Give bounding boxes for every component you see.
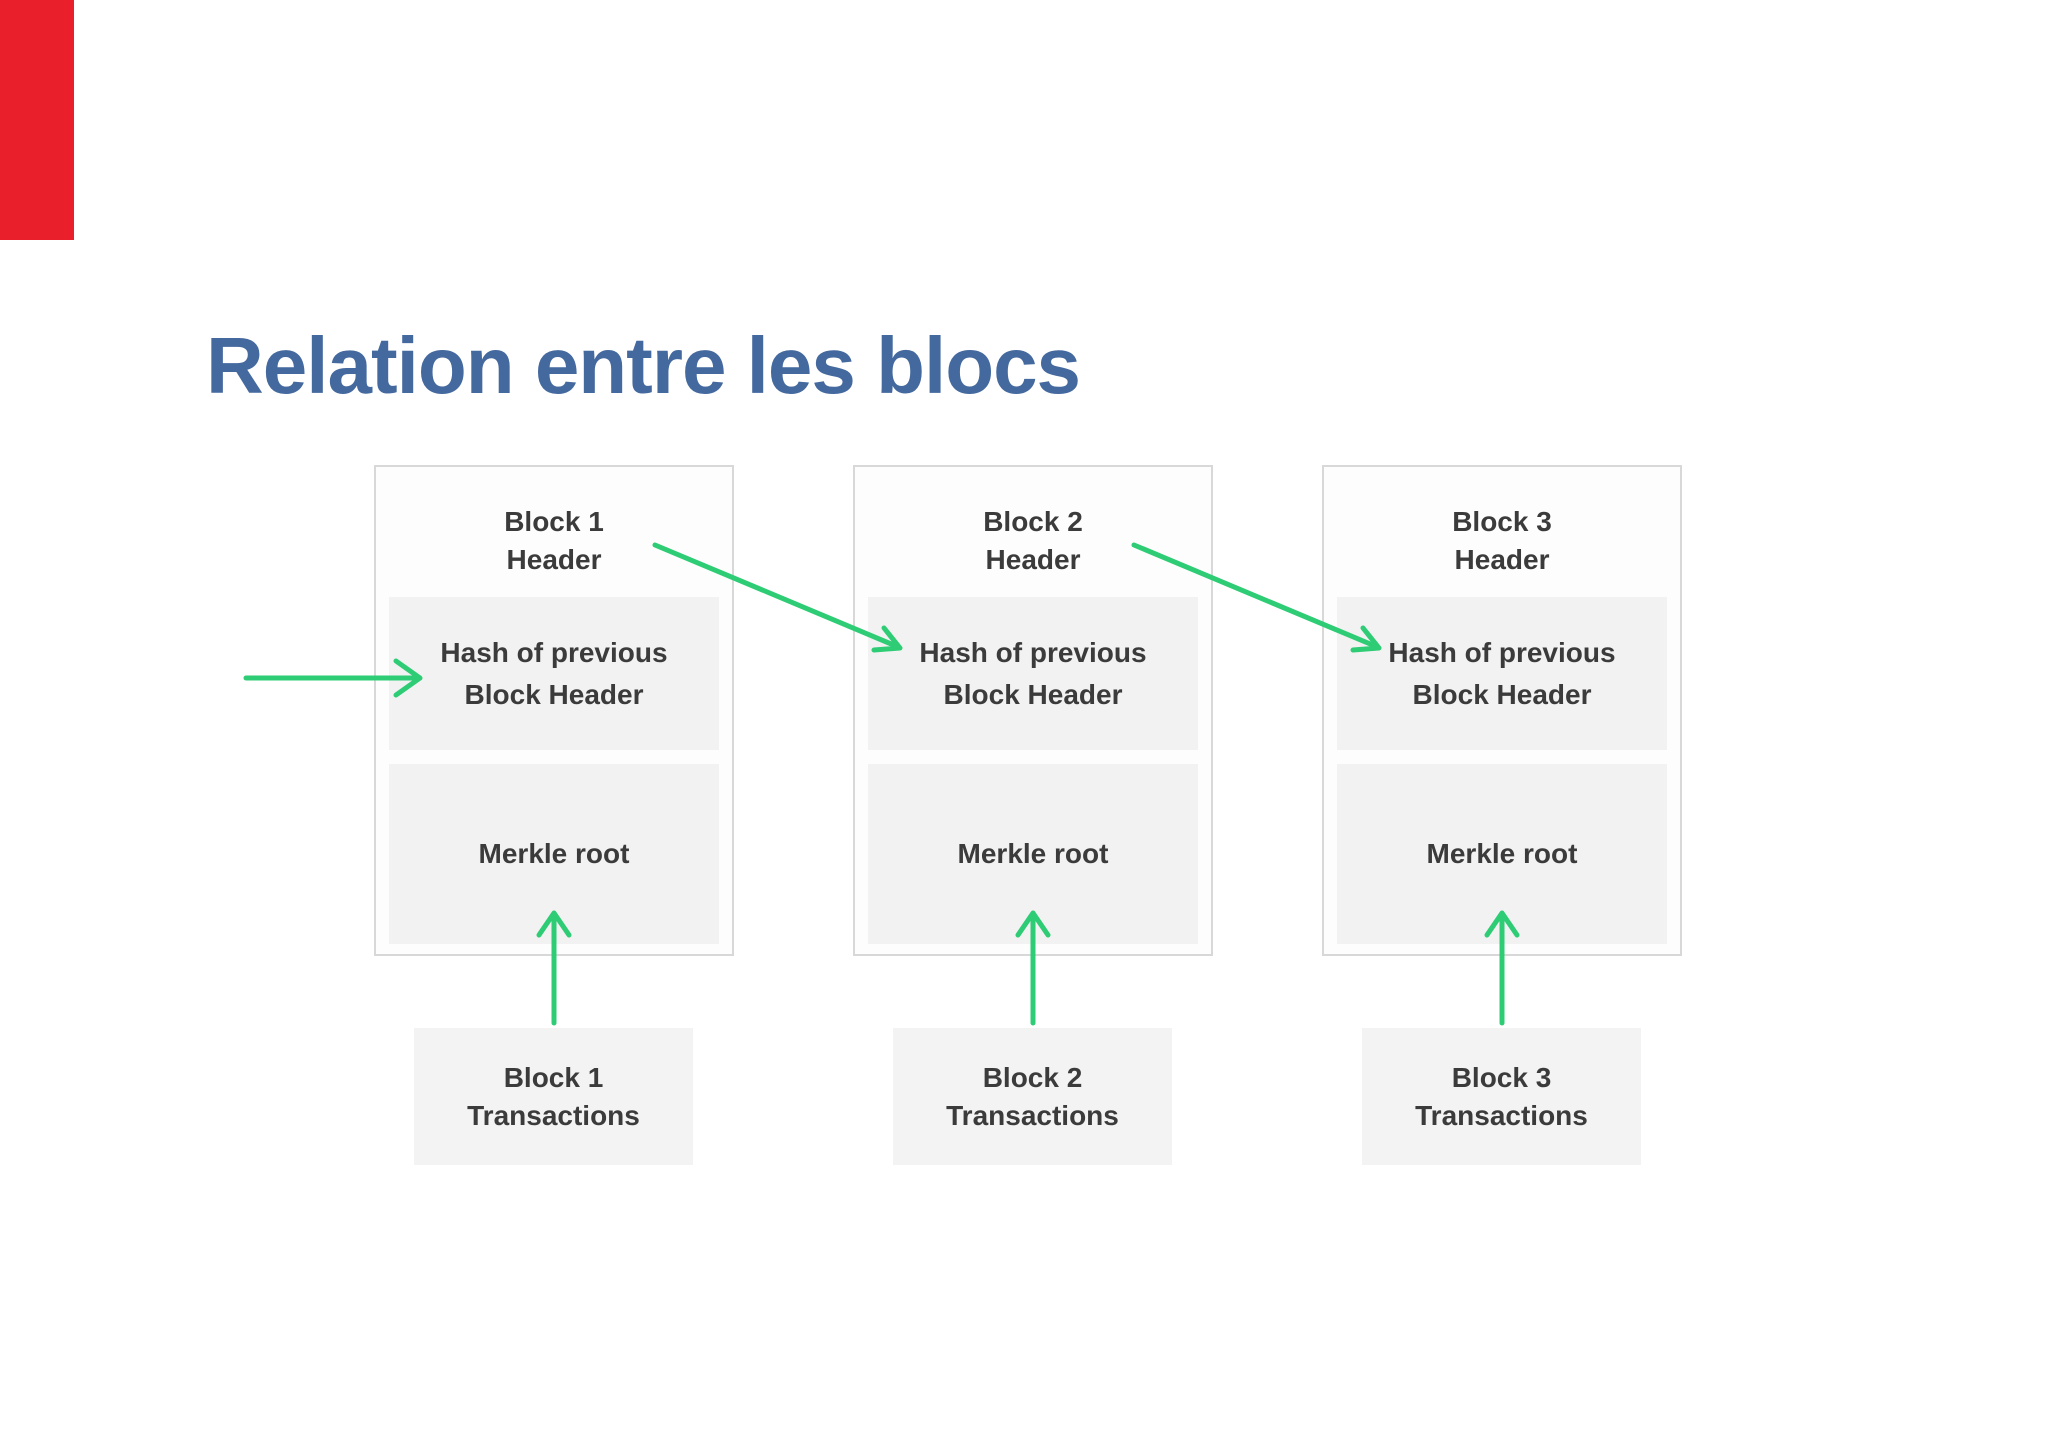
block-1-transactions-box: Block 1 Transactions <box>414 1028 693 1165</box>
block-3-merkle-root-box: Merkle root <box>1337 764 1667 944</box>
block-1-merkle-root-box: Merkle root <box>389 764 719 944</box>
block-2-hash-line2: Block Header <box>943 678 1123 710</box>
block-2-hash-line1: Hash of previous <box>919 636 1147 668</box>
block-2-tx-line2: Transactions <box>946 1099 1119 1131</box>
block-2-container: Block 2 Header Hash of previous Block He… <box>853 465 1213 956</box>
block-2-header-line1: Block 2 <box>983 506 1083 537</box>
block-1-merkle-label: Merkle root <box>478 838 630 869</box>
block-3-header-label: Block 3 Header <box>1324 503 1680 579</box>
page-title: Relation entre les blocs <box>206 320 1081 410</box>
block-2-header-line2: Header <box>985 544 1081 575</box>
block-3-merkle-label: Merkle root <box>1426 838 1578 869</box>
block-3-tx-line1: Block 3 <box>1451 1061 1552 1093</box>
block-3-transactions-box: Block 3 Transactions <box>1362 1028 1641 1165</box>
block-2-header-label: Block 2 Header <box>855 503 1211 579</box>
block-2-hash-of-previous-box: Hash of previous Block Header <box>868 597 1198 750</box>
block-1-hash-of-previous-box: Hash of previous Block Header <box>389 597 719 750</box>
block-3-tx-line2: Transactions <box>1415 1099 1588 1131</box>
block-1-header-line2: Header <box>506 544 602 575</box>
block-3-header-line1: Block 3 <box>1452 506 1552 537</box>
block-1-header-label: Block 1 Header <box>376 503 732 579</box>
block-1-tx-line1: Block 1 <box>503 1061 604 1093</box>
block-1-container: Block 1 Header Hash of previous Block He… <box>374 465 734 956</box>
block-2-merkle-root-box: Merkle root <box>868 764 1198 944</box>
corner-accent-marker <box>0 0 74 240</box>
block-2-tx-line1: Block 2 <box>982 1061 1083 1093</box>
block-1-hash-line1: Hash of previous <box>440 636 668 668</box>
block-3-hash-of-previous-box: Hash of previous Block Header <box>1337 597 1667 750</box>
block-3-header-line2: Header <box>1454 544 1550 575</box>
block-1-tx-line2: Transactions <box>467 1099 640 1131</box>
block-3-hash-line1: Hash of previous <box>1388 636 1616 668</box>
block-3-container: Block 3 Header Hash of previous Block He… <box>1322 465 1682 956</box>
block-1-hash-line2: Block Header <box>464 678 644 710</box>
block-1-header-line1: Block 1 <box>504 506 604 537</box>
block-2-merkle-label: Merkle root <box>957 838 1109 869</box>
block-2-transactions-box: Block 2 Transactions <box>893 1028 1172 1165</box>
block-3-hash-line2: Block Header <box>1412 678 1592 710</box>
